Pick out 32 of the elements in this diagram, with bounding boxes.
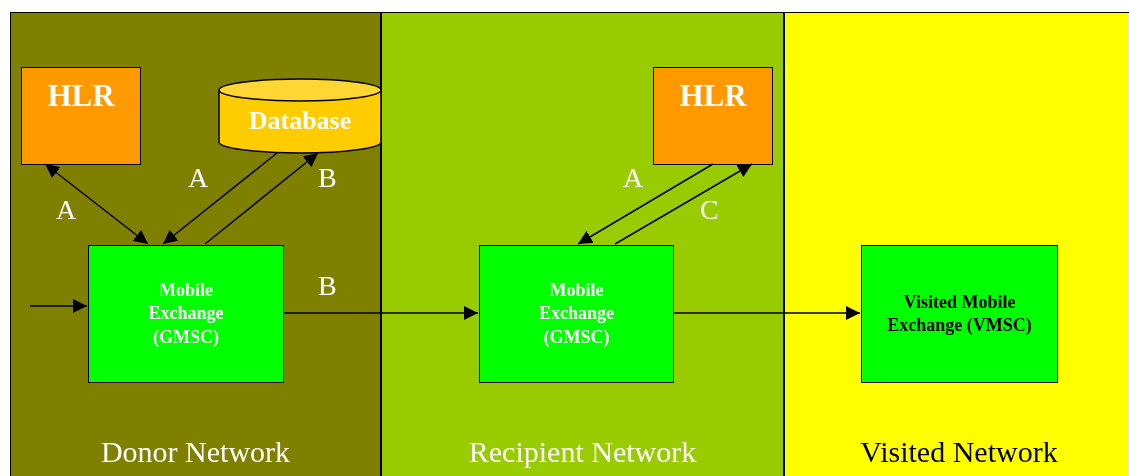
arrow — [577, 163, 714, 245]
arrow — [672, 306, 861, 320]
node-label: HLR — [679, 80, 747, 111]
network-panel — [10, 12, 381, 476]
edge-label: A — [623, 164, 644, 192]
edge-label: C — [700, 196, 719, 224]
panel-title: Donor Network — [99, 434, 292, 470]
hlr-box — [653, 67, 773, 165]
arrow — [204, 152, 319, 245]
arrow — [29, 298, 88, 313]
edge-label: B — [318, 164, 337, 192]
edge-label: A — [56, 196, 77, 224]
hlr-box — [21, 67, 141, 165]
exchange-box — [861, 245, 1058, 383]
database-cylinder — [218, 78, 382, 154]
node-label: HLR — [47, 80, 115, 111]
arrow — [162, 152, 278, 245]
edge-label: A — [188, 164, 209, 192]
exchange-box — [479, 245, 674, 383]
panel-title: Recipient Network — [467, 434, 698, 470]
network-panel — [784, 12, 1129, 476]
node-label: Database — [248, 108, 352, 134]
arrow — [282, 306, 479, 320]
node-label: Mobile Exchange (GMSC) — [147, 278, 225, 349]
arrow — [44, 163, 149, 245]
edge-label: B — [318, 272, 337, 300]
node-label: Mobile Exchange (GMSC) — [538, 278, 615, 349]
node-label: Visited Mobile Exchange (VMSC) — [886, 290, 1033, 337]
exchange-box — [88, 245, 284, 383]
network-panel — [381, 12, 784, 476]
panel-title: Visited Network — [859, 434, 1059, 470]
arrow — [614, 163, 753, 245]
